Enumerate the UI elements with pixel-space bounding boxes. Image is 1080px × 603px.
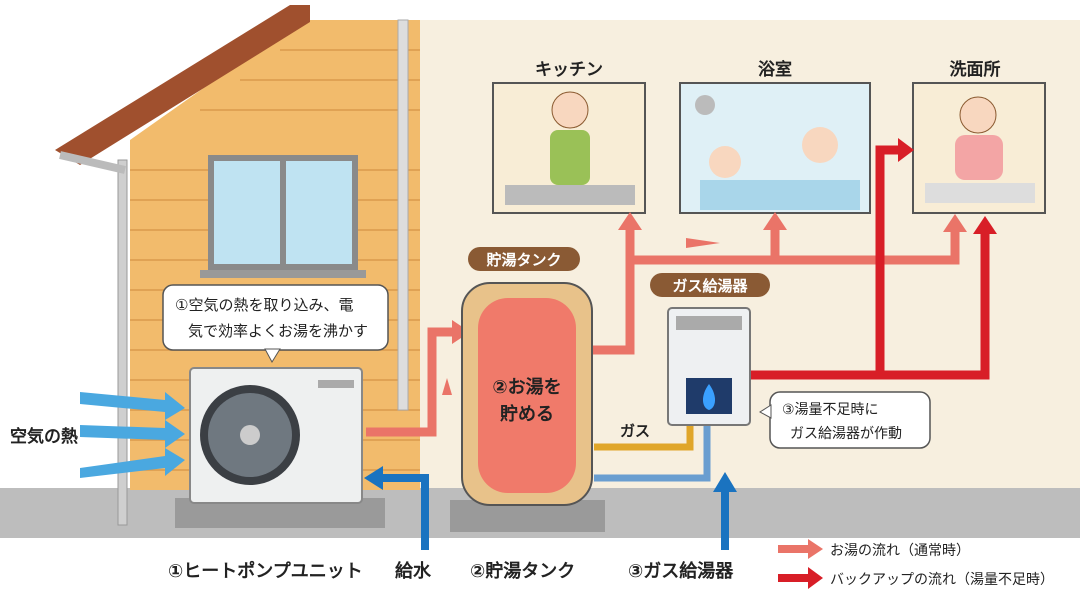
- air-heat-label: 空気の熱: [10, 426, 78, 447]
- room-washroom: 洗面所: [912, 59, 1046, 214]
- callout-text: 気で効率よくお湯を沸かす: [188, 322, 368, 340]
- caption-tank: ②貯湯タンク: [470, 560, 575, 582]
- normal-flow-pipes: [366, 228, 960, 437]
- room-kitchen: キッチン: [492, 60, 646, 214]
- legend: お湯の流れ（通常時） バックアップの流れ（湯量不足時）: [778, 539, 1054, 589]
- legend-normal-label: お湯の流れ（通常時）: [830, 542, 970, 559]
- heat-pump-unit: [175, 367, 385, 528]
- backup-callout: ③湯量不足時に ガス給湯器が作動: [759, 391, 931, 449]
- gas-label: ガス: [620, 422, 650, 440]
- legend-backup-arrow-icon: [778, 567, 823, 589]
- gas-pipe: [594, 425, 694, 451]
- storage-tank: ②お湯を 貯める 貯湯タンク: [450, 247, 605, 532]
- callout-text: ③湯量不足時に: [782, 401, 879, 418]
- legend-normal-arrow-icon: [778, 539, 823, 559]
- callout-text: ガス給湯器が作動: [790, 425, 902, 442]
- water-supply-arrows: [380, 474, 729, 550]
- backup-flow-pipes: [750, 145, 990, 380]
- tank-tag: 貯湯タンク: [486, 251, 561, 269]
- room-label-washroom: 洗面所: [950, 59, 1001, 80]
- air-heat-arrows: [80, 392, 185, 478]
- room-label-kitchen: キッチン: [535, 60, 603, 80]
- caption-heatpump: ①ヒートポンプユニット: [168, 560, 363, 582]
- water-pipe: [594, 425, 711, 482]
- room-bath: 浴室: [679, 59, 871, 214]
- legend-backup-label: バックアップの流れ（湯量不足時）: [830, 571, 1054, 588]
- caption-water-supply: 給水: [395, 560, 432, 582]
- heatpump-callout: ①空気の熱を取り込み、電 気で効率よくお湯を沸かす: [162, 284, 389, 364]
- callout-text: ①空気の熱を取り込み、電: [175, 296, 353, 314]
- backup-flow-arrowheads: [898, 138, 997, 234]
- caption-gas-heater: ③ガス給湯器: [628, 560, 734, 582]
- tank-text: 貯める: [500, 403, 554, 425]
- room-label-bath: 浴室: [758, 59, 792, 80]
- water-arrowheads: [364, 466, 737, 492]
- gas-heater-tag: ガス給湯器: [672, 277, 748, 295]
- gas-water-heater: ガス給湯器: [650, 273, 770, 426]
- tank-text: ②お湯を: [492, 377, 561, 398]
